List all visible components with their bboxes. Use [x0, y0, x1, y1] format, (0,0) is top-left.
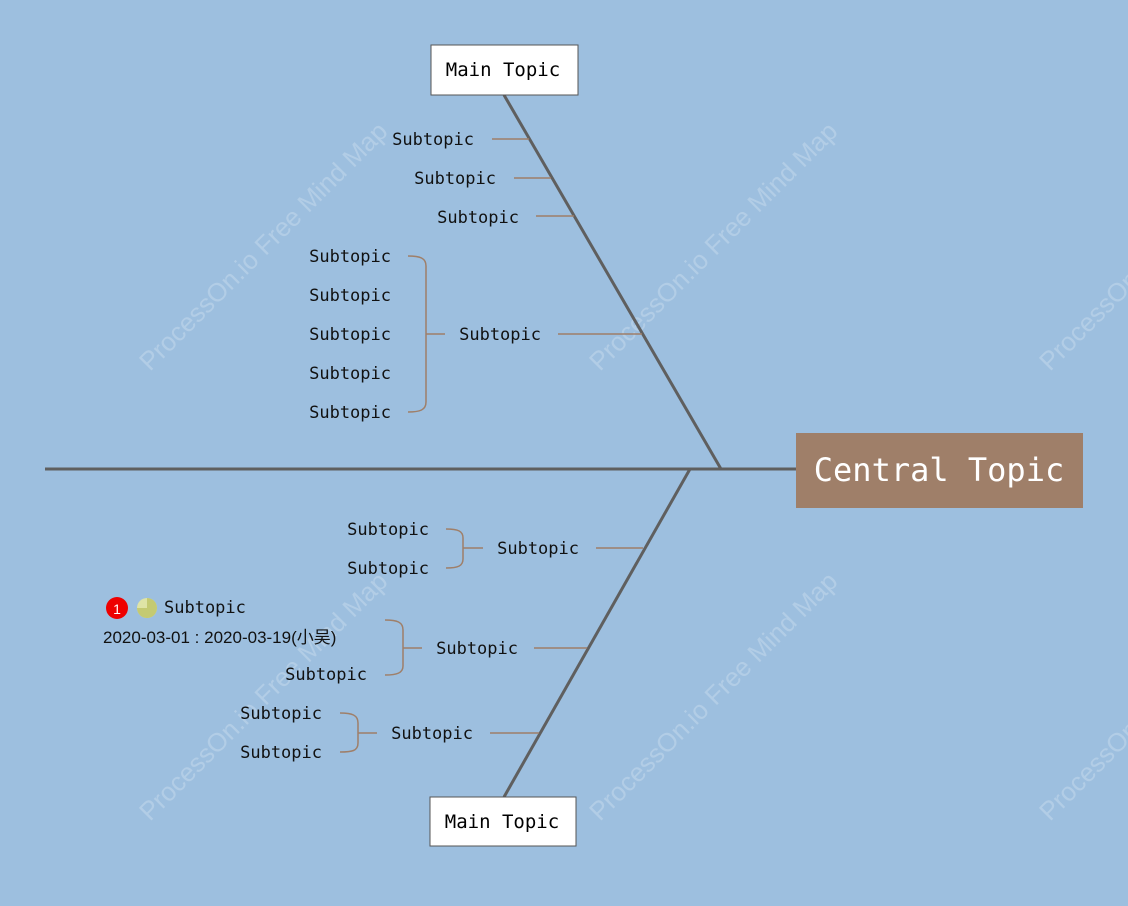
- subtopic-label[interactable]: Subtopic: [309, 325, 391, 345]
- priority-badge: [106, 597, 128, 619]
- central-topic-label: Central Topic: [814, 451, 1064, 489]
- main-topic-bottom[interactable]: Main Topic: [429, 796, 577, 847]
- subtopic-label[interactable]: Subtopic: [309, 403, 391, 423]
- top-bone: [502, 94, 723, 470]
- subtopic-label[interactable]: Subtopic: [309, 286, 391, 306]
- subtopic-label[interactable]: Subtopic: [285, 665, 367, 685]
- top-branch: Main Topic Subtopic Subtopic Subtopic Su…: [309, 44, 579, 423]
- bottom-branch: Main Topic Subtopic Subtopic Subtopic Su…: [103, 520, 579, 847]
- main-topic-box: [430, 44, 579, 96]
- pie-progress-icon: [137, 598, 157, 618]
- subtopic-label[interactable]: Subtopic: [459, 325, 541, 345]
- main-topic-label: Main Topic: [445, 811, 559, 833]
- subtopic-label[interactable]: Subtopic: [392, 130, 474, 150]
- subtopic-label[interactable]: Subtopic: [497, 539, 579, 559]
- bracket: [445, 528, 464, 569]
- priority-badge-number: 1: [113, 601, 121, 617]
- spine-lines: [45, 94, 797, 798]
- task-subtopic-label: Subtopic: [164, 598, 246, 618]
- subtopic-label[interactable]: Subtopic: [347, 559, 429, 579]
- subtopic-label[interactable]: Subtopic: [437, 208, 519, 228]
- main-topic-top[interactable]: Main Topic: [430, 44, 579, 96]
- subtopic-label[interactable]: Subtopic: [391, 724, 473, 744]
- connector-lines: [339, 138, 643, 753]
- task-subtopic[interactable]: 1 Subtopic 2020-03-01 : 2020-03-19(小吴): [103, 597, 336, 647]
- watermark: ProcessOn.io Free Mind Map: [1033, 116, 1128, 376]
- bracket: [339, 712, 359, 753]
- subtopic-label[interactable]: Subtopic: [309, 364, 391, 384]
- progress-slice: [137, 598, 157, 618]
- main-topic-box: [429, 796, 577, 847]
- subtopic-label[interactable]: Subtopic: [414, 169, 496, 189]
- watermark: ProcessOn.io Free Mind Map: [1033, 566, 1128, 826]
- subtopic-label[interactable]: Subtopic: [240, 743, 322, 763]
- subtopic-label[interactable]: Subtopic: [240, 704, 322, 724]
- central-topic[interactable]: Central Topic: [796, 433, 1083, 508]
- bracket: [384, 619, 404, 676]
- central-topic-box: [796, 433, 1083, 508]
- watermark: ProcessOn.io Free Mind Map: [583, 116, 843, 376]
- watermark: ProcessOn.io Free Mind Map: [583, 566, 843, 826]
- subtopic-label[interactable]: Subtopic: [436, 639, 518, 659]
- priority-1-icon: 1: [106, 597, 128, 619]
- subtopic-label[interactable]: Subtopic: [347, 520, 429, 540]
- bracket: [407, 255, 427, 413]
- bottom-bone: [502, 468, 692, 798]
- main-topic-label: Main Topic: [446, 59, 560, 81]
- subtopic-label[interactable]: Subtopic: [309, 247, 391, 267]
- task-dates: 2020-03-01 : 2020-03-19(小吴): [103, 628, 336, 647]
